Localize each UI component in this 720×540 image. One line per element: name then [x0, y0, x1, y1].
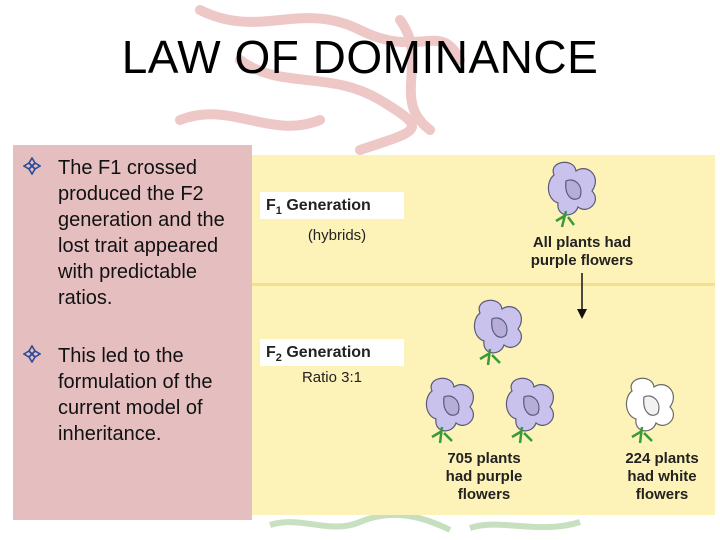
purple-count-line: 705 plants: [447, 450, 521, 467]
f2-generation-label: F2 Generation: [260, 339, 404, 366]
slide-title: LAW OF DOMINANCE: [121, 31, 599, 83]
diamond-bullet-icon: [23, 157, 41, 175]
purple-line2: had purple: [445, 468, 523, 485]
generation-divider: [252, 283, 715, 286]
purple-line3: flowers: [457, 486, 511, 503]
f1-caption: All plants had purple flowers: [512, 234, 652, 270]
arrow-down-icon: [577, 273, 587, 319]
purple-flower-icon: [547, 161, 597, 228]
f1-word: Generation: [286, 197, 371, 214]
text-panel: The F1 crossed produced the F2 generatio…: [13, 145, 252, 520]
white-flower-icon: [625, 377, 675, 444]
f2-purple-caption: 705 plants had purple flowers: [424, 450, 544, 504]
white-line3: flowers: [635, 486, 689, 503]
purple-flower-icon: [505, 377, 555, 444]
bullet-text-2: This led to the formulation of the curre…: [58, 345, 213, 445]
purple-flower-icon: [425, 377, 475, 444]
white-count-line: 224 plants: [625, 450, 699, 467]
bullet-text-1: The F1 crossed produced the F2 generatio…: [58, 157, 225, 309]
f1-hybrids-label: (hybrids): [307, 227, 367, 244]
f2-letter: F: [266, 344, 276, 361]
f1-subscript: 1: [275, 205, 282, 218]
f2-word: Generation: [286, 344, 371, 361]
diamond-bullet-icon: [23, 345, 41, 363]
white-line2: had white: [627, 468, 697, 485]
purple-flower-icon: [473, 299, 523, 366]
f2-white-caption: 224 plants had white flowers: [607, 450, 717, 504]
f2-ratio-label: Ratio 3:1: [301, 369, 363, 386]
f1-caption-line1: All plants had: [532, 234, 632, 251]
f1-letter: F: [266, 197, 276, 214]
f1-caption-line2: purple flowers: [530, 252, 634, 269]
f1-generation-label: F1 Generation: [260, 192, 404, 219]
mendel-cross-figure: F1 Generation (hybrids) All plants had p…: [252, 155, 715, 515]
f2-subscript: 2: [275, 352, 282, 365]
